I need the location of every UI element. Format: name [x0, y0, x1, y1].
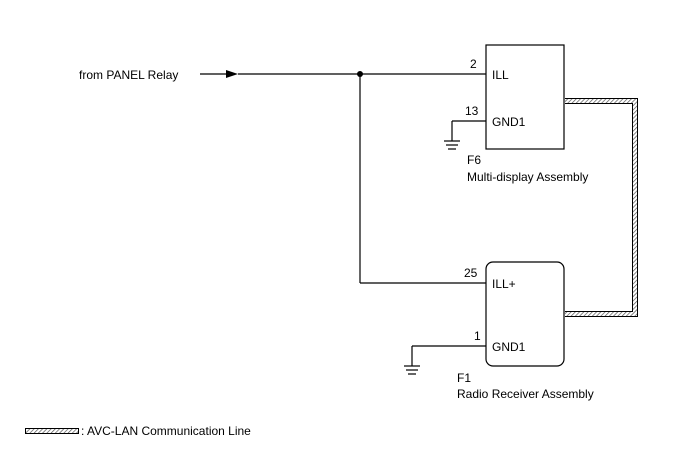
- f1-connector-box: [485, 261, 565, 367]
- f1-pin-gnd-name: GND1: [492, 340, 526, 354]
- f1-pin-gnd-number: 1: [474, 329, 481, 343]
- avc-lan-line: [565, 98, 638, 317]
- source-arrow: [200, 70, 238, 78]
- f6-pin-gnd-name: GND1: [492, 115, 526, 129]
- f1-ground-symbol: [404, 345, 486, 375]
- f6-ground-symbol: [444, 120, 486, 150]
- f1-ref: F1: [457, 371, 471, 385]
- f6-pin-ill-name: ILL: [492, 68, 509, 82]
- f6-pin-ill-number: 2: [470, 57, 477, 71]
- f6-connector-box: [485, 44, 565, 150]
- f1-pin-ill-name: ILL+: [492, 277, 516, 291]
- f1-pin-ill-number: 25: [464, 266, 478, 280]
- f1-name: Radio Receiver Assembly: [457, 387, 594, 401]
- ill-wires: [238, 73, 486, 284]
- f6-pin-gnd-number: 13: [465, 104, 479, 118]
- legend-text: : AVC-LAN Communication Line: [81, 424, 251, 438]
- source-label: from PANEL Relay: [79, 68, 178, 82]
- f6-name: Multi-display Assembly: [467, 170, 588, 184]
- legend-avc-lan-swatch: [25, 428, 79, 434]
- junction-dot: [357, 71, 363, 77]
- f6-ref: F6: [467, 153, 481, 167]
